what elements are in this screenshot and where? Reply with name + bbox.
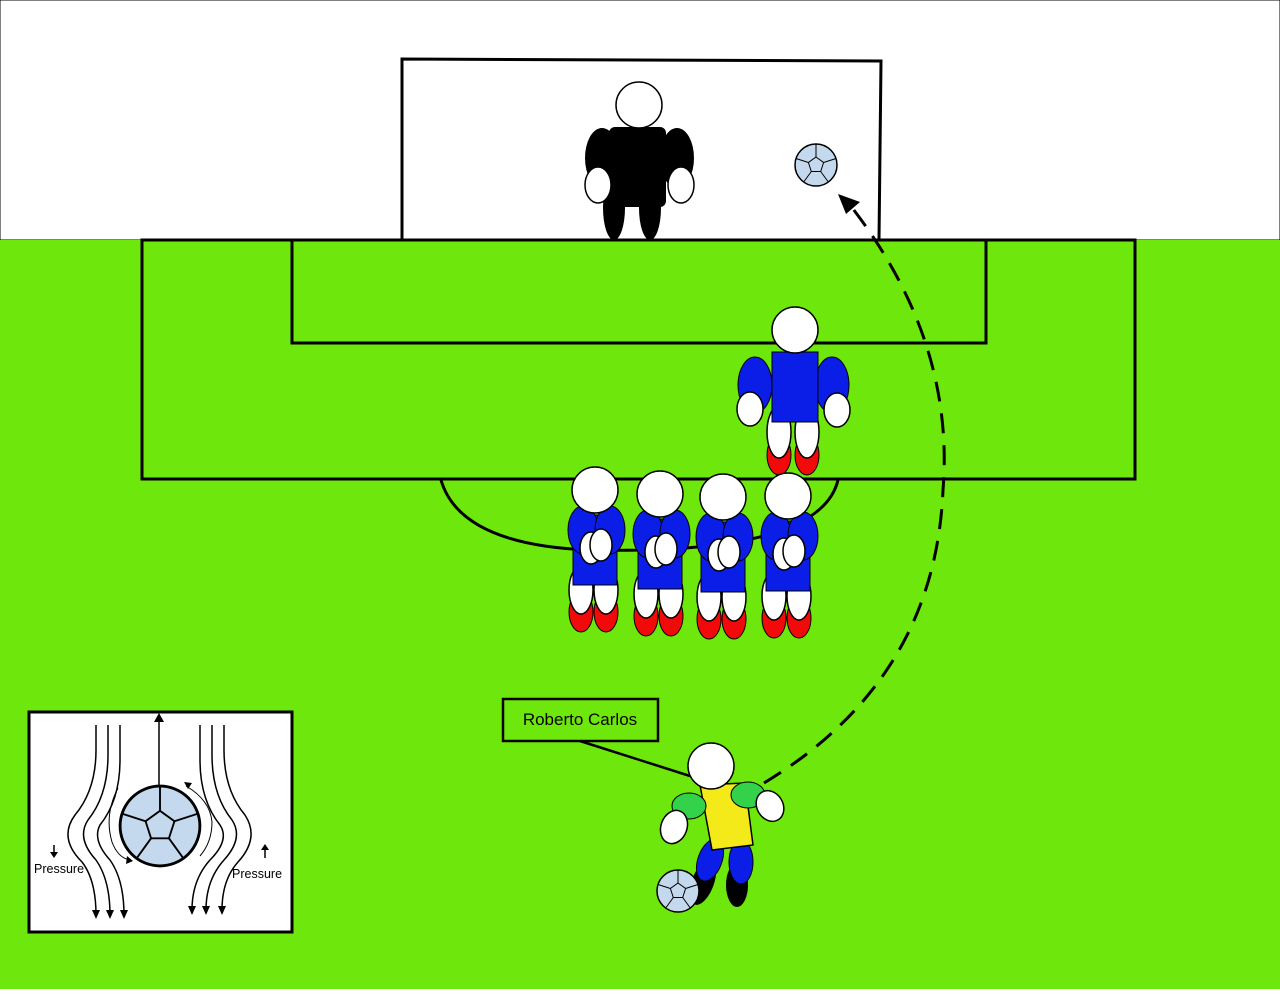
kicker-head — [687, 742, 735, 790]
football-icon — [794, 143, 838, 187]
football-icon — [118, 784, 202, 868]
player-name-label: Roberto Carlos — [523, 710, 637, 729]
pressure-label-left: Pressure — [34, 862, 84, 876]
right-streamlines — [191, 725, 252, 911]
magnus-effect-inset: Pressure Pressure — [27, 710, 294, 934]
goal-area — [290, 238, 988, 345]
arrowhead-icon — [154, 713, 164, 722]
arrowhead-icon — [838, 194, 860, 214]
defender-near-post — [736, 306, 851, 476]
left-streamlines — [67, 725, 125, 916]
wall-defender-1 — [567, 466, 626, 633]
arrowhead-icon — [261, 844, 269, 850]
pressure-label-right: Pressure — [232, 867, 282, 881]
goalkeeper-head — [615, 81, 663, 129]
goalkeeper — [584, 81, 695, 240]
wall-defender-3 — [695, 473, 754, 640]
goal-frame — [400, 57, 883, 241]
ball-trajectory — [763, 204, 946, 785]
arrowhead-icon — [50, 852, 58, 858]
wall-defender-4 — [760, 472, 819, 639]
player-name-label-box — [501, 697, 660, 743]
football-icon — [656, 869, 700, 913]
label-leader-line — [579, 739, 691, 778]
wall-defender-2 — [632, 470, 691, 637]
